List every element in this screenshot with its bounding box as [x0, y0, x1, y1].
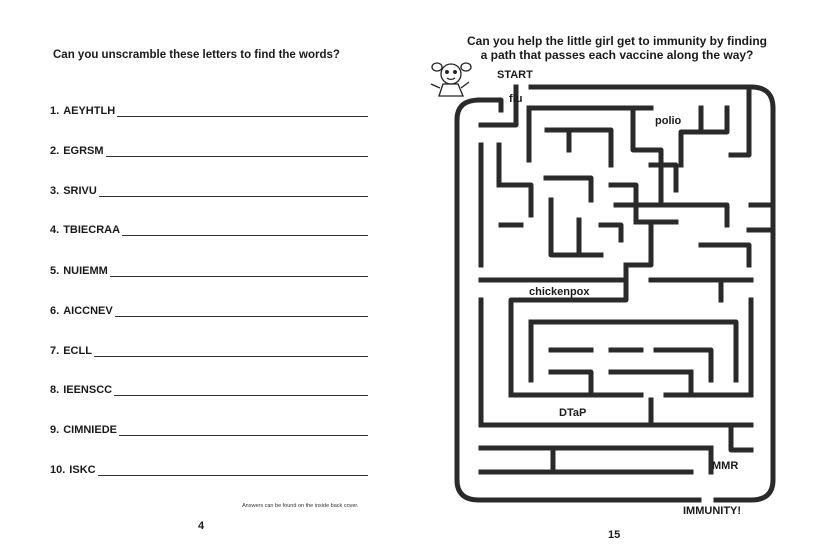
scrambled-letters: CIMNIEDE	[63, 424, 117, 436]
item-number: 10.	[50, 464, 66, 476]
answer-line[interactable]	[98, 186, 368, 197]
vaccine-label-flu: flu	[509, 93, 523, 105]
answer-line[interactable]	[117, 106, 368, 117]
scrambled-letters: IEENSCC	[63, 384, 113, 396]
title-line: Can you help the little girl get to immu…	[467, 34, 767, 48]
answer-line[interactable]	[93, 346, 368, 357]
item-number: 4.	[50, 224, 60, 236]
word-scramble-item: 2. EGRSM	[50, 143, 368, 157]
page-title: Can you help the little girl get to immu…	[411, 34, 823, 62]
scrambled-letters: SRIVU	[63, 185, 97, 197]
word-scramble-item: 8. IEENSCC	[50, 382, 368, 396]
word-scramble-item: 9. CIMNIEDE	[50, 422, 368, 436]
maze-start-label: START	[497, 69, 533, 81]
item-number: 3.	[50, 185, 60, 197]
scrambled-letters: ISKC	[69, 464, 96, 476]
vaccine-label-dtap: DTaP	[559, 407, 587, 419]
word-scramble-item: 4. TBIECRAA	[50, 222, 368, 236]
word-scramble-item: 10. ISKC	[50, 462, 368, 476]
page-number: 15	[608, 529, 621, 541]
item-number: 7.	[50, 345, 60, 357]
word-scramble-item: 1. AEYHTLH	[50, 103, 368, 117]
answer-line[interactable]	[122, 225, 368, 236]
answer-line[interactable]	[114, 306, 368, 317]
item-number: 8.	[50, 384, 60, 396]
answers-note: Answers can be found on the inside back …	[242, 503, 359, 509]
word-scramble-item: 3. SRIVU	[50, 183, 368, 197]
word-scramble-item: 7. ECLL	[50, 343, 368, 357]
item-number: 9.	[50, 424, 60, 436]
item-number: 5.	[50, 265, 60, 277]
item-number: 6.	[50, 305, 60, 317]
word-scramble-item: 6. AICCNEV	[50, 303, 368, 317]
scrambled-letters: AICCNEV	[63, 305, 113, 317]
girl-icon	[430, 62, 472, 97]
item-number: 2.	[50, 145, 60, 157]
right-page: Can you help the little girl get to immu…	[411, 0, 823, 548]
maze	[430, 62, 776, 503]
scrambled-letters: TBIECRAA	[63, 224, 121, 236]
vaccine-label-polio: polio	[655, 115, 682, 127]
item-number: 1.	[50, 105, 60, 117]
title-line: a path that passes each vaccine along th…	[480, 48, 754, 62]
scrambled-letters: ECLL	[63, 345, 92, 357]
left-page: Can you unscramble these letters to find…	[0, 0, 411, 548]
vaccine-label-mmr: MMR	[712, 460, 739, 472]
scrambled-letters: NUIEMM	[63, 265, 108, 277]
scrambled-letters: EGRSM	[63, 145, 104, 157]
vaccine-label-chickenpox: chickenpox	[529, 286, 590, 298]
maze-finish-label: IMMUNITY!	[683, 505, 742, 517]
word-scramble-item: 5. NUIEMM	[50, 263, 368, 277]
answer-line[interactable]	[109, 266, 368, 277]
answer-line[interactable]	[97, 465, 368, 476]
maze-walls	[454, 84, 776, 503]
answer-line[interactable]	[105, 146, 368, 157]
page-title: Can you unscramble these letters to find…	[53, 49, 340, 61]
answer-line[interactable]	[118, 425, 368, 436]
page-number: 4	[198, 520, 205, 532]
answer-line[interactable]	[114, 385, 368, 396]
scrambled-letters: AEYHTLH	[63, 105, 116, 117]
